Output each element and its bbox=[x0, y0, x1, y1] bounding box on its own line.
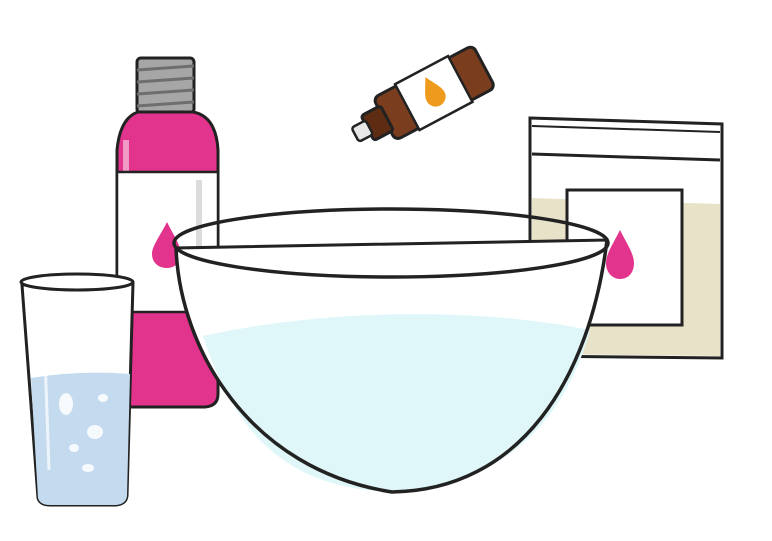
pink-bottle-icon bbox=[115, 56, 220, 409]
drop-icon bbox=[425, 77, 446, 107]
drop-icon bbox=[606, 230, 634, 279]
glass-of-water-icon bbox=[19, 272, 135, 507]
drop-icon bbox=[152, 222, 181, 268]
bowl-icon bbox=[172, 207, 610, 494]
amber-dropper-bottle-icon bbox=[351, 45, 495, 143]
